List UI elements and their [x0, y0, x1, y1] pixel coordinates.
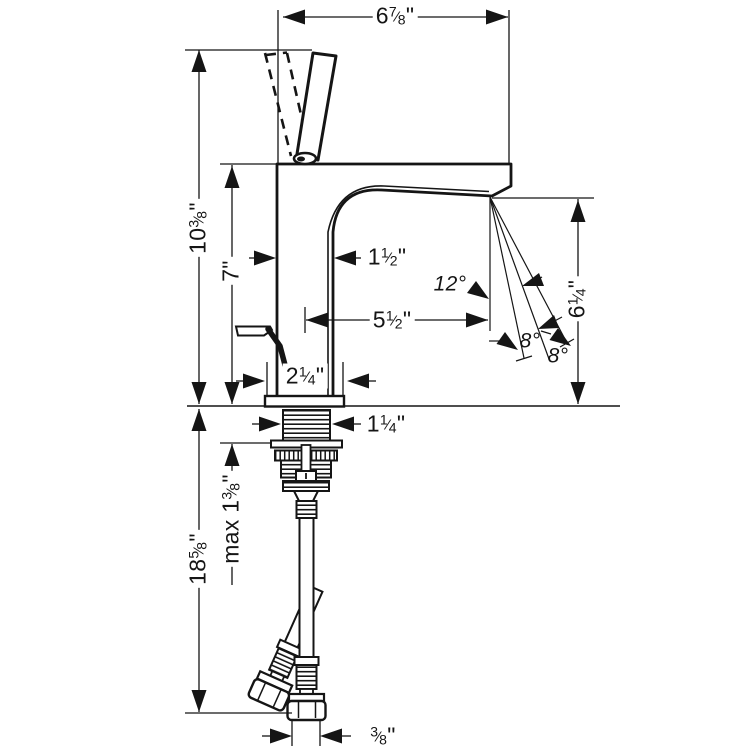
- fraction-numerator: 1: [564, 297, 581, 306]
- fraction-denominator: 8: [397, 11, 406, 28]
- whole-number: 2: [285, 362, 299, 389]
- fraction-denominator: 2: [394, 315, 403, 332]
- whole-number: 18: [184, 558, 211, 585]
- faucet-body: [234, 51, 513, 408]
- fraction-denominator: 4: [572, 288, 589, 297]
- fraction-slash: ⁄: [387, 249, 391, 267]
- dimension-below-deck-length: 185⁄8": [184, 530, 211, 588]
- unit-mark: ": [184, 202, 211, 211]
- unit-mark: ": [396, 410, 406, 437]
- fraction-numerator: 7: [388, 3, 397, 20]
- spout-inner-line: [327, 185, 490, 396]
- fraction-denominator: 8: [193, 210, 210, 219]
- dimension-hose-connection: 3⁄8": [367, 722, 399, 749]
- unit-mark: ": [315, 362, 325, 389]
- whole-number: 7: [217, 268, 244, 282]
- threaded-shank: [282, 409, 331, 442]
- fraction-denominator: 8: [193, 541, 210, 550]
- unit-mark: ": [387, 722, 396, 749]
- unit-mark: ": [217, 260, 244, 269]
- whole-number: 6: [563, 305, 590, 319]
- fraction-slash: ⁄: [305, 368, 309, 386]
- mounting-shank-and-hoses: [247, 409, 343, 722]
- base-plate: [263, 394, 346, 408]
- dimension-total-height: 103⁄8": [184, 199, 211, 257]
- dimension-base-width: 21⁄4": [282, 362, 328, 389]
- drain-rod-lever: [234, 325, 288, 368]
- fraction-denominator: 4: [307, 371, 316, 388]
- fraction-denominator: 8: [379, 731, 388, 748]
- dimension-spout-width: 67⁄8": [372, 2, 418, 29]
- label-spray-spread-upper: 8°: [519, 329, 541, 353]
- dimension-arrowheads: [191, 9, 586, 744]
- fraction-slash: ⁄: [386, 416, 390, 434]
- whole-number: 1: [217, 499, 244, 513]
- dimension-spout-top-height: 7": [217, 257, 244, 285]
- fraction-denominator: 4: [388, 419, 397, 436]
- unit-mark: ": [405, 2, 415, 29]
- fraction-numerator: 1: [380, 244, 389, 261]
- fraction-numerator: 3: [370, 723, 379, 740]
- dimension-max-mounting-thickness: max 13⁄8": [217, 471, 244, 567]
- supply-hose-vertical: [286, 517, 327, 722]
- unit-mark: ": [184, 533, 211, 542]
- whole-number: 1: [366, 410, 380, 437]
- fraction-numerator: 1: [298, 363, 307, 380]
- dimension-outlet-height: 61⁄4": [563, 276, 590, 322]
- unit-mark: ": [563, 279, 590, 289]
- fraction-numerator: 1: [379, 411, 388, 428]
- supply-hose-angled: [247, 584, 324, 712]
- fixing-screw: [300, 444, 312, 472]
- unit-mark: ": [217, 474, 244, 483]
- dimension-spout-body-depth: 11⁄2": [364, 243, 410, 270]
- fraction-slash: ⁄: [377, 728, 381, 746]
- unit-mark: ": [402, 306, 412, 333]
- handle-lever: [295, 51, 338, 162]
- label-spray-spread-lower: 8°: [547, 344, 569, 368]
- whole-number: 5: [372, 306, 386, 333]
- lower-thread-block: [282, 480, 330, 492]
- whole-number: 1: [367, 243, 381, 270]
- fraction-denominator: 8: [226, 482, 243, 491]
- hose-taper: [292, 490, 320, 502]
- dimension-spout-reach: 51⁄2": [369, 306, 415, 333]
- hose-connector-ridges: [295, 500, 318, 519]
- fraction-numerator: 1: [385, 307, 394, 324]
- label-spray-angle: 12°: [433, 272, 467, 296]
- fraction-slash: ⁄: [395, 8, 399, 26]
- hose-nut: [286, 699, 327, 722]
- whole-number: 6: [375, 2, 389, 29]
- handle-pivot-detail: [297, 156, 305, 162]
- fraction-denominator: 2: [389, 252, 398, 269]
- whole-number: 10: [184, 227, 211, 254]
- prefix-text: max: [217, 512, 244, 564]
- unit-mark: ": [397, 243, 407, 270]
- dimension-shank-diameter: 11⁄4": [363, 410, 409, 437]
- fraction-slash: ⁄: [392, 312, 396, 330]
